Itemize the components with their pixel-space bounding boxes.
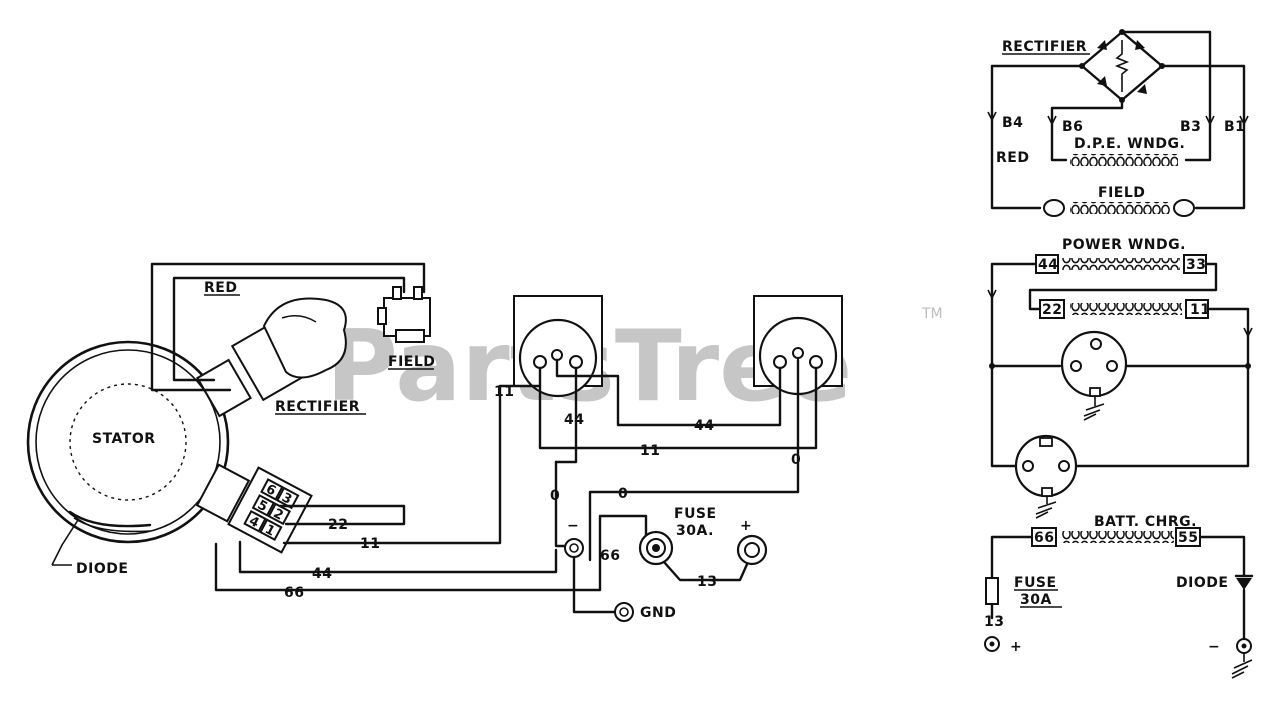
stator-label: STATOR (92, 431, 156, 447)
svg-text:55: 55 (1178, 530, 1198, 546)
wire-44-cross (555, 358, 782, 427)
sch-b1: B1 (1224, 119, 1245, 135)
wire-22 (278, 504, 406, 526)
negative-terminal: − (564, 518, 584, 558)
sch-field-coil (1070, 202, 1170, 214)
wire-13-label: 13 (697, 574, 717, 590)
wire-11-label-c: 11 (360, 536, 380, 552)
sch-b4: B4 (1002, 115, 1023, 131)
schematic-rectifier: RECTIFIER B4 B6 B3 B1 RED D.P.E. WNDG. F… (987, 29, 1249, 217)
wire-44-bottom (238, 540, 558, 574)
wire-44-rec1 (554, 366, 578, 464)
sch-field: FIELD (1098, 185, 1145, 201)
wire-22-label: 22 (328, 517, 348, 533)
sch-power-coil-2 (1070, 303, 1182, 315)
wire-0-label-a: 0 (791, 452, 801, 468)
gnd-label: GND (640, 605, 676, 621)
sch-diode: DIODE (1176, 575, 1228, 591)
wire-11-label-b: 11 (640, 443, 660, 459)
wire-0-label-b: 0 (618, 486, 628, 502)
wire-red-inner (172, 276, 406, 382)
sch-fuse-rating: 30A (1020, 592, 1052, 608)
receptacle-1 (513, 295, 603, 398)
sch-rectifier-label: RECTIFIER (1002, 39, 1087, 55)
wire-0-label-c: 0 (550, 488, 560, 504)
wire-0-rec2 (588, 358, 800, 562)
diode-label: DIODE (76, 561, 128, 577)
sch-red: RED (996, 150, 1029, 166)
diode-component: DIODE (51, 510, 152, 577)
sch-power-coil (1062, 258, 1180, 270)
schematic-battery: BATT. CHRG. 66 55 FUSE 30A 13 + DIODE − (984, 514, 1254, 679)
fuse-label: FUSE (674, 506, 717, 522)
watermark-tm: TM (921, 306, 943, 322)
red-label: RED (204, 280, 237, 296)
sch-b6: B6 (1062, 119, 1083, 135)
rectifier-component: RECTIFIER (196, 297, 366, 418)
wire-11-label-a: 11 (494, 384, 514, 400)
sch-dpe: D.P.E. WNDG. (1074, 136, 1185, 152)
wire-44-label-c: 44 (312, 566, 332, 582)
sch-power: POWER WNDG. (1062, 237, 1186, 253)
svg-text:33: 33 (1186, 257, 1206, 273)
wire-66-bottom (214, 514, 648, 592)
plus-label: + (740, 518, 752, 534)
field-label: FIELD (388, 354, 435, 370)
minus-label: − (567, 518, 579, 534)
wire-66-label-a: 66 (284, 585, 304, 601)
svg-text:11: 11 (1190, 302, 1210, 318)
sch-w13: 13 (984, 614, 1004, 630)
gnd-terminal: GND (614, 602, 676, 622)
wire-11-main (282, 366, 542, 545)
stator: STATOR (26, 340, 230, 544)
fuse-rating: 30A. (676, 523, 714, 539)
svg-text:66: 66 (1034, 530, 1054, 546)
svg-text:22: 22 (1042, 302, 1062, 318)
wire-11-cross (538, 366, 818, 450)
wire-0-gnd (554, 460, 568, 548)
sch-dpe-coil (1070, 154, 1178, 166)
sch-fuse: FUSE (1014, 575, 1057, 591)
wire-66-label-b: 66 (600, 548, 620, 564)
sch-minus: − (1208, 639, 1220, 655)
stator-plug: 6 3 5 2 4 1 (195, 463, 313, 554)
sch-plus: + (1010, 639, 1022, 655)
positive-terminal: + (736, 518, 768, 566)
rectifier-label: RECTIFIER (275, 399, 360, 415)
sch-b3: B3 (1180, 119, 1201, 135)
fuse-holder: FUSE 30A. (638, 506, 717, 566)
schematic-power: POWER WNDG. 44 33 22 11 (987, 237, 1253, 519)
field-connector: FIELD (377, 286, 435, 370)
sch-batt: BATT. CHRG. (1094, 514, 1197, 530)
sch-batt-coil (1062, 531, 1174, 543)
wire-44-label-b: 44 (694, 418, 714, 434)
wire-44-label-a: 44 (564, 412, 584, 428)
wire-red (150, 262, 426, 392)
svg-text:44: 44 (1038, 257, 1058, 273)
